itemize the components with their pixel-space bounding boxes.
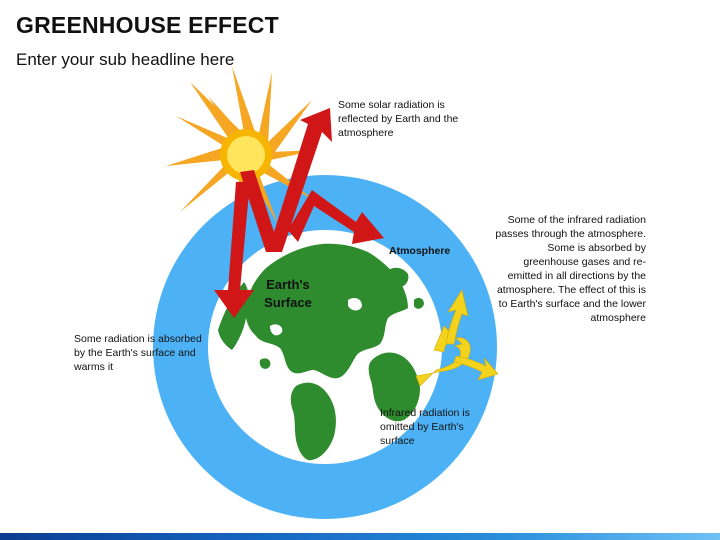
infrared-right-arrow — [453, 355, 499, 381]
infrared-passes-text: Some of the infrared radiation passes th… — [495, 214, 646, 324]
earth-lakes — [270, 298, 362, 336]
atmosphere-arrow — [288, 190, 384, 244]
absorbed-arrow — [214, 182, 254, 318]
page-subtitle: Enter your sub headline here — [16, 50, 235, 69]
bottom-accent-bar — [0, 533, 720, 540]
infrared-emitted-text: Infrared radiation is omitted by Earth's… — [380, 407, 470, 447]
sun-core — [227, 136, 265, 174]
reflected-radiation-text: Some solar radiation is reflected by Ear… — [338, 99, 459, 139]
atmosphere-label: Atmosphere — [389, 245, 451, 257]
infrared-arrows — [415, 289, 499, 387]
reflected-arrow — [240, 108, 332, 252]
absorbed-radiation-text: Some radiation is absorbed by the Earth'… — [74, 333, 202, 373]
solar-radiation-arrows — [214, 108, 384, 318]
infrared-up-arrow — [445, 289, 469, 345]
earth-surface-label: Earth's Surface — [264, 277, 312, 310]
page-title: GREENHOUSE EFFECT — [16, 12, 279, 38]
